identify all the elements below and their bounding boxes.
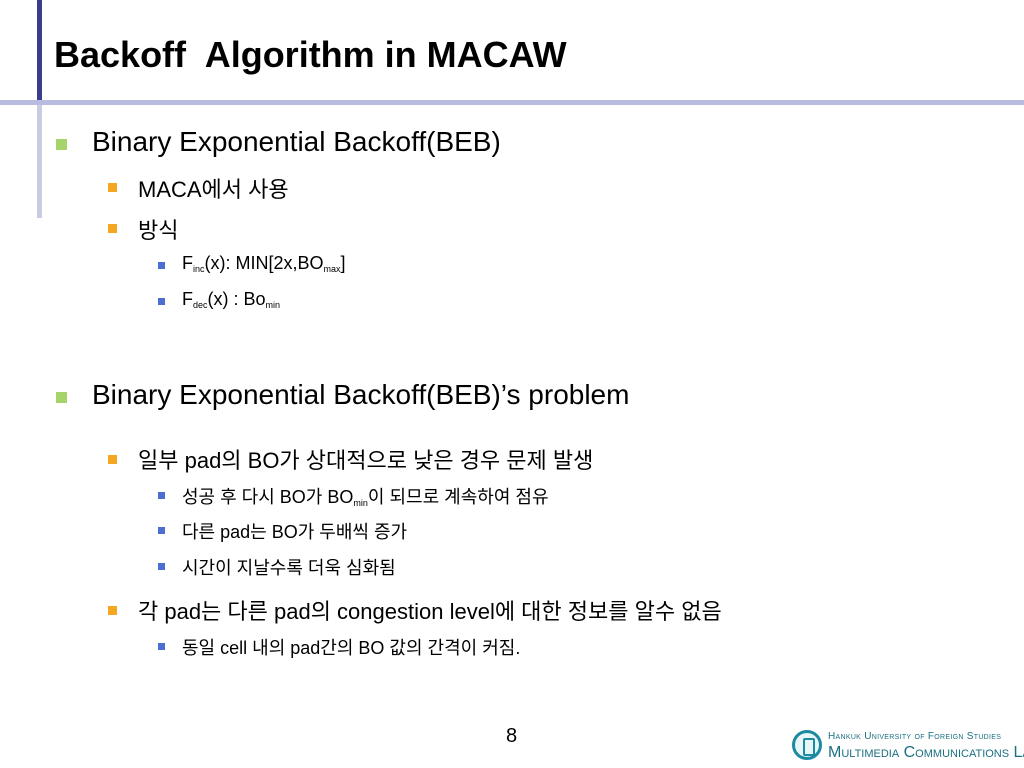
bullet-level2: [108, 183, 117, 192]
bullet-level3: [158, 298, 165, 305]
bullet-level2: [108, 455, 117, 464]
bullet-level3: [158, 262, 165, 269]
formula-dec-f: F: [182, 289, 193, 309]
section2-heading: Binary Exponential Backoff(BEB)’s proble…: [92, 379, 630, 410]
formula-dec: Fdec(x) : Bomin: [182, 289, 280, 310]
title-divider: [0, 100, 1024, 105]
section2-item1: 성공 후 다시 BO가 BOmin이 되므로 계속하여 점유: [182, 483, 549, 509]
bullet-level3: [158, 563, 165, 570]
formula-dec-body: (x) : Bo: [207, 289, 266, 309]
formula-inc-body: (x): MIN[2x,BO: [204, 253, 324, 273]
university-emblem-icon: [792, 730, 822, 760]
section2-sub2: 각 pad는 다른 pad의 congestion level에 대한 정보를 …: [138, 599, 722, 624]
bullet-level1: [56, 139, 67, 150]
item1-post: 이 되므로 계속하여 점유: [367, 487, 549, 507]
formula-inc-sub: inc: [193, 264, 205, 274]
bullet-level3: [158, 492, 165, 499]
section1-sub2: 방식: [138, 218, 179, 243]
bullet-level3: [158, 643, 165, 650]
formula-inc-tail: ]: [340, 253, 346, 273]
side-accent-bar: [37, 102, 42, 218]
section1-sub1: MACA에서 사용: [138, 177, 289, 202]
item1-sub: min: [353, 498, 368, 508]
formula-inc-sub2: max: [323, 264, 341, 274]
section1-heading: Binary Exponential Backoff(BEB): [92, 126, 501, 157]
section2-sub1: 일부 pad의 BO가 상대적으로 낮은 경우 문제 발생: [138, 448, 594, 473]
formula-inc-f: F: [182, 253, 193, 273]
title-accent-bar: [37, 0, 42, 102]
section2-item4: 동일 cell 내의 pad간의 BO 값의 간격이 커짐.: [182, 638, 521, 658]
logo-lab-text: Multimedia Communications Lab.: [828, 744, 1024, 761]
bullet-level2: [108, 606, 117, 615]
lab-logo: Hankuk University of Foreign Studies Mul…: [792, 728, 1024, 766]
section2-item2: 다른 pad는 BO가 두배씩 증가: [182, 522, 408, 542]
logo-university-text: Hankuk University of Foreign Studies: [828, 731, 1002, 742]
bullet-level3: [158, 527, 165, 534]
bullet-level2: [108, 224, 117, 233]
slide-title: Backoff Algorithm in MACAW: [54, 34, 567, 75]
formula-inc: Finc(x): MIN[2x,BOmax]: [182, 253, 346, 274]
bullet-level1: [56, 392, 67, 403]
item1-pre: 성공 후 다시 BO가 BO: [182, 487, 354, 507]
page-number: 8: [506, 725, 518, 747]
section2-item3: 시간이 지날수록 더욱 심화됨: [182, 558, 396, 578]
formula-dec-sub: dec: [193, 300, 208, 310]
formula-dec-sub2: min: [265, 300, 281, 310]
